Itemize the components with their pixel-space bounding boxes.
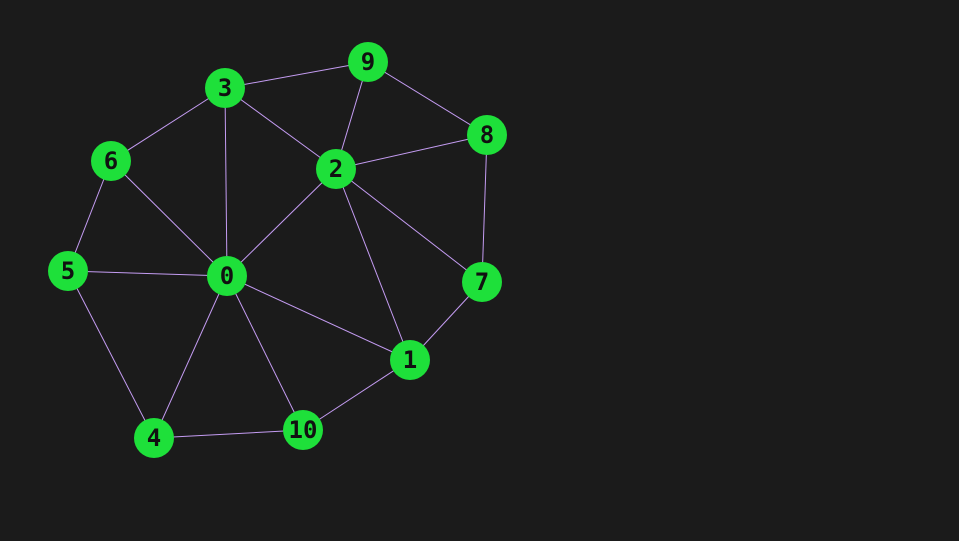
edge-5-4: [67, 270, 155, 439]
edges-layer: [67, 61, 488, 439]
edge-5-0: [67, 270, 228, 277]
edge-3-0: [224, 87, 228, 277]
edge-2-7: [335, 168, 483, 283]
node-circle-2: [316, 149, 356, 189]
edge-3-9: [224, 61, 369, 89]
node-10: 10: [283, 410, 323, 450]
edge-3-2: [224, 87, 337, 170]
edge-1-10: [302, 359, 411, 431]
edge-9-8: [367, 61, 488, 136]
edge-2-0: [226, 168, 337, 277]
node-label-6: 6: [104, 147, 118, 175]
node-circle-5: [48, 251, 88, 291]
edge-0-4: [153, 275, 228, 439]
node-label-4: 4: [147, 424, 161, 452]
node-8: 8: [467, 115, 507, 155]
node-7: 7: [462, 262, 502, 302]
node-1: 1: [390, 340, 430, 380]
node-label-3: 3: [218, 74, 232, 102]
node-label-8: 8: [480, 121, 494, 149]
node-4: 4: [134, 418, 174, 458]
edge-2-1: [335, 168, 411, 361]
edge-8-7: [481, 134, 488, 283]
edge-0-1: [226, 275, 411, 361]
node-label-0: 0: [220, 262, 234, 290]
edge-4-10: [153, 429, 304, 439]
node-circle-4: [134, 418, 174, 458]
node-circle-3: [205, 68, 245, 108]
edge-3-6: [110, 87, 226, 162]
edge-6-0: [110, 160, 228, 277]
node-label-1: 1: [403, 346, 417, 374]
node-label-5: 5: [61, 257, 75, 285]
node-label-2: 2: [329, 155, 343, 183]
node-circle-0: [207, 256, 247, 296]
edge-0-10: [226, 275, 304, 431]
node-5: 5: [48, 251, 88, 291]
node-circle-6: [91, 141, 131, 181]
node-0: 0: [207, 256, 247, 296]
node-label-7: 7: [475, 268, 489, 296]
edge-2-8: [335, 134, 488, 170]
node-3: 3: [205, 68, 245, 108]
node-circle-9: [348, 42, 388, 82]
node-circle-7: [462, 262, 502, 302]
node-circle-8: [467, 115, 507, 155]
node-9: 9: [348, 42, 388, 82]
node-6: 6: [91, 141, 131, 181]
node-label-10: 10: [289, 416, 318, 444]
node-circle-1: [390, 340, 430, 380]
node-label-9: 9: [361, 48, 375, 76]
nodes-layer: 0 1 2 3 4 5 6 7 8 9 10: [48, 42, 507, 458]
node-circle-10: [283, 410, 323, 450]
node-2: 2: [316, 149, 356, 189]
